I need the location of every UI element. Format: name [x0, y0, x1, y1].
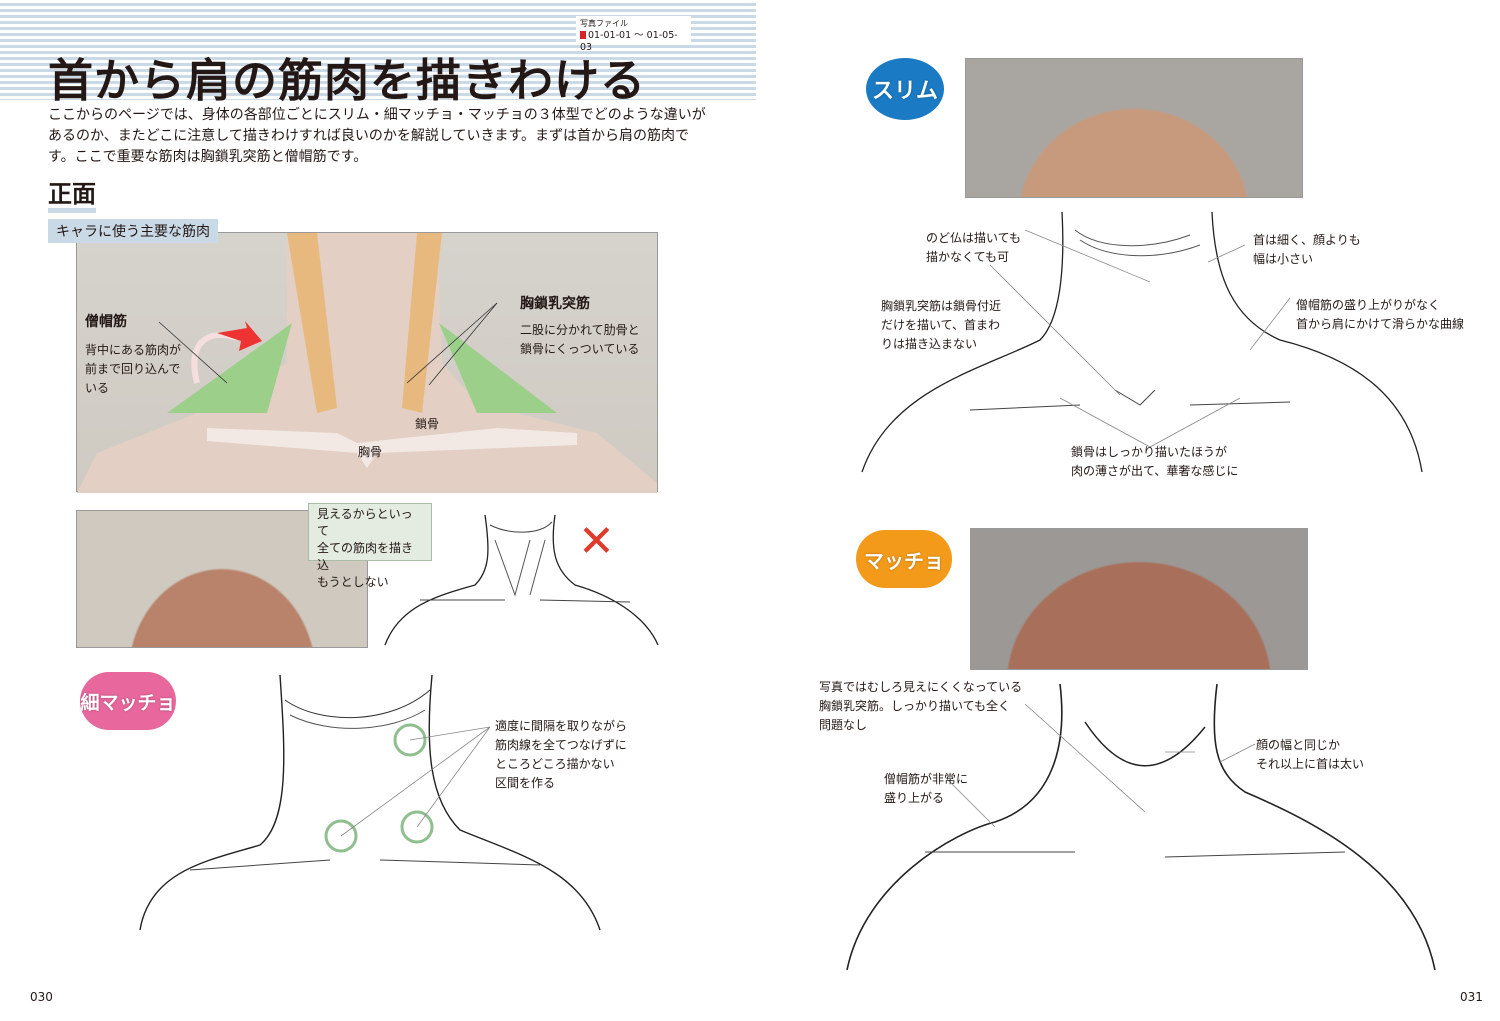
- slim-note-line: 描かなくても可: [926, 250, 1010, 264]
- hosomacho-note-line: 区間を作る: [495, 776, 556, 790]
- cross-mark-icon: ✕: [578, 516, 615, 567]
- slim-note-line: のど仏は描いても: [926, 231, 1022, 245]
- macho-note-line: 写真ではむしろ見えにくくなっている: [819, 680, 1023, 694]
- section-heading: 正面: [48, 180, 96, 213]
- bad-example-drawing: [384, 514, 659, 646]
- hosomacho-badge: 細マッチョ: [80, 672, 176, 730]
- intro-text: ここからのページでは、身体の各部位ごとにスリム・細マッチョ・マッチョの３体型でど…: [48, 107, 706, 165]
- scm-label: 胸鎖乳突筋: [520, 296, 590, 312]
- callout-line: 見えるからといって: [317, 507, 413, 538]
- slim-note-line: りは描き込まない: [881, 337, 978, 351]
- macho-badge: マッチョ: [856, 530, 952, 588]
- slim-note-line: 胸鎖乳突筋は鎖骨付近: [881, 299, 1002, 313]
- slim-note-line: 僧帽筋の盛り上がりがなく: [1296, 298, 1441, 312]
- photo-file-label: 写真ファイル: [580, 19, 628, 28]
- macho-note-line: 僧帽筋が非常に: [884, 772, 969, 786]
- trapezius-desc-line: 背中にある筋肉が: [85, 343, 182, 357]
- slim-note-line: 鎖骨はしっかり描いたほうが: [1071, 445, 1228, 459]
- photo-file-box: 写真ファイル 01-01-01 ～ 01-05-03: [576, 16, 691, 53]
- callout-line: もうとしない: [317, 575, 389, 589]
- slim-note-line: 首から肩にかけて滑らかな曲線: [1296, 317, 1465, 331]
- macho-note-line: 顔の幅と同じか: [1256, 738, 1341, 752]
- anatomy-photo: 僧帽筋 背中にある筋肉が 前まで回り込んで いる 胸鎖乳突筋 二股に分かれて肋骨…: [76, 232, 658, 493]
- hosomacho-note-line: ところどころ描かない: [495, 757, 615, 771]
- slim-note-line: 肉の薄さが出て、華奢な感じに: [1071, 464, 1239, 478]
- scm-desc-line: 鎖骨にくっついている: [520, 342, 640, 356]
- anatomy-illustration: [77, 233, 657, 493]
- clavicle-label: 鎖骨: [415, 417, 440, 431]
- macho-note-line: 問題なし: [819, 718, 868, 732]
- sternum-label: 胸骨: [358, 445, 383, 459]
- slim-note-line: 首は細く、顔よりも: [1253, 233, 1361, 247]
- macho-note-line: 盛り上がる: [884, 791, 945, 805]
- macho-note-line: それ以上に首は太い: [1256, 757, 1365, 771]
- page-number-right: 031: [1460, 990, 1483, 1004]
- scm-desc-line: 二股に分かれて肋骨と: [520, 323, 640, 337]
- macho-photo: [970, 528, 1308, 670]
- hosomacho-note-line: 筋肉線を全てつなげずに: [495, 738, 627, 752]
- macho-drawing: [846, 683, 1436, 971]
- photo-file-range: 01-01-01 ～ 01-05-03: [580, 30, 678, 53]
- hosomacho-drawing: [139, 674, 601, 931]
- warning-callout: 見えるからといって 全ての筋肉を描き込 もうとしない: [308, 503, 432, 589]
- trapezius-label: 僧帽筋: [85, 314, 127, 330]
- callout-line: 全ての筋肉を描き込: [317, 541, 414, 572]
- trapezius-desc-line: 前まで回り込んで: [85, 362, 181, 376]
- slim-badge: スリム: [866, 58, 944, 120]
- page-title: 首から肩の筋肉を描きわける: [48, 54, 647, 107]
- slim-photo: [965, 58, 1303, 198]
- file-icon: [580, 31, 586, 39]
- hosomacho-note-line: 適度に間隔を取りながら: [495, 719, 628, 733]
- macho-note-line: 胸鎖乳突筋。しっかり描いても全く: [819, 699, 1011, 713]
- main-muscles-tag: キャラに使う主要な筋肉: [48, 219, 218, 243]
- slim-drawing: [861, 211, 1423, 473]
- slim-note-line: 幅は小さい: [1253, 252, 1314, 266]
- trapezius-desc-line: いる: [85, 381, 110, 395]
- page-number-left: 030: [30, 990, 53, 1004]
- slim-note-line: だけを描いて、首まわ: [881, 318, 1001, 332]
